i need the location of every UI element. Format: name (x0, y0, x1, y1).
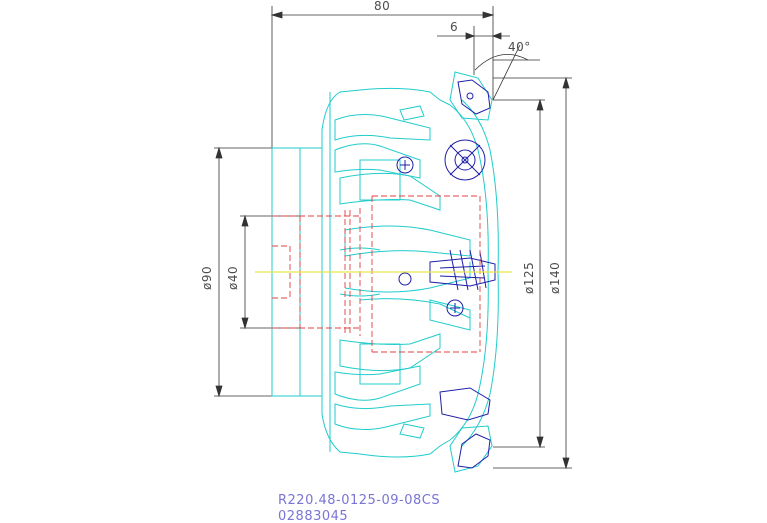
dim-hub-diameter: ø90 (200, 266, 214, 290)
hidden-bore-lines (272, 195, 481, 353)
dim-cutting-diameter: ø125 (522, 262, 536, 294)
dim-insert-offset: 6 (450, 20, 458, 34)
item-code-label: 02883045 (278, 509, 348, 523)
part-number-label: R220.48-0125-09-08CS (278, 493, 440, 508)
dim-overall-length: 80 (374, 0, 390, 13)
dim-max-diameter: ø140 (548, 262, 562, 294)
dim-bore-diameter: ø40 (226, 266, 240, 290)
dim-lead-angle: 40° (508, 40, 531, 54)
dimension-lines (214, 6, 572, 470)
insert-details (396, 79, 496, 469)
